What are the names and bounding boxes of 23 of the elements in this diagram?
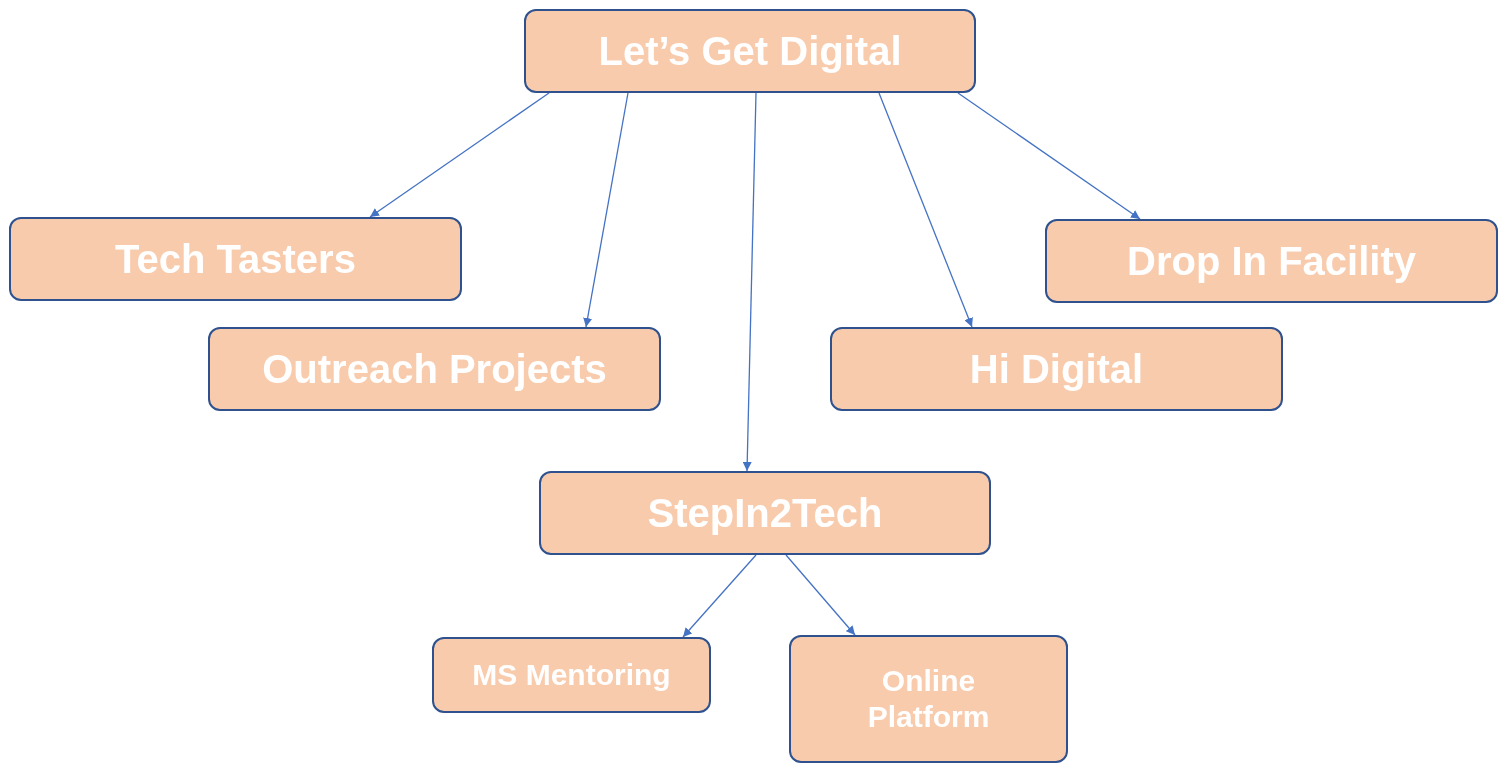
node-label: Outreach Projects	[262, 346, 607, 393]
process-box	[789, 635, 1068, 763]
process-box	[9, 217, 462, 301]
process-box	[1045, 219, 1498, 303]
node-label: Let’s Get Digital	[598, 28, 902, 75]
arrow	[742, 92, 757, 472]
node-label: Drop In Facility	[1127, 238, 1416, 285]
node-label: Tech Tasters	[115, 236, 356, 283]
arrow	[369, 92, 550, 218]
arrow	[583, 92, 629, 328]
process-box	[539, 471, 991, 555]
node-label: Online Platform	[866, 663, 991, 735]
process-box	[524, 9, 976, 93]
arrow	[957, 92, 1141, 220]
process-box	[830, 327, 1283, 411]
node-label: Hi Digital	[969, 346, 1144, 393]
arrow	[682, 554, 757, 638]
process-box	[208, 327, 661, 411]
node-label: MS Mentoring	[472, 657, 671, 693]
process-box	[432, 637, 711, 713]
node-label: StepIn2Tech	[647, 490, 883, 537]
arrow	[878, 92, 973, 328]
arrow	[785, 554, 856, 636]
